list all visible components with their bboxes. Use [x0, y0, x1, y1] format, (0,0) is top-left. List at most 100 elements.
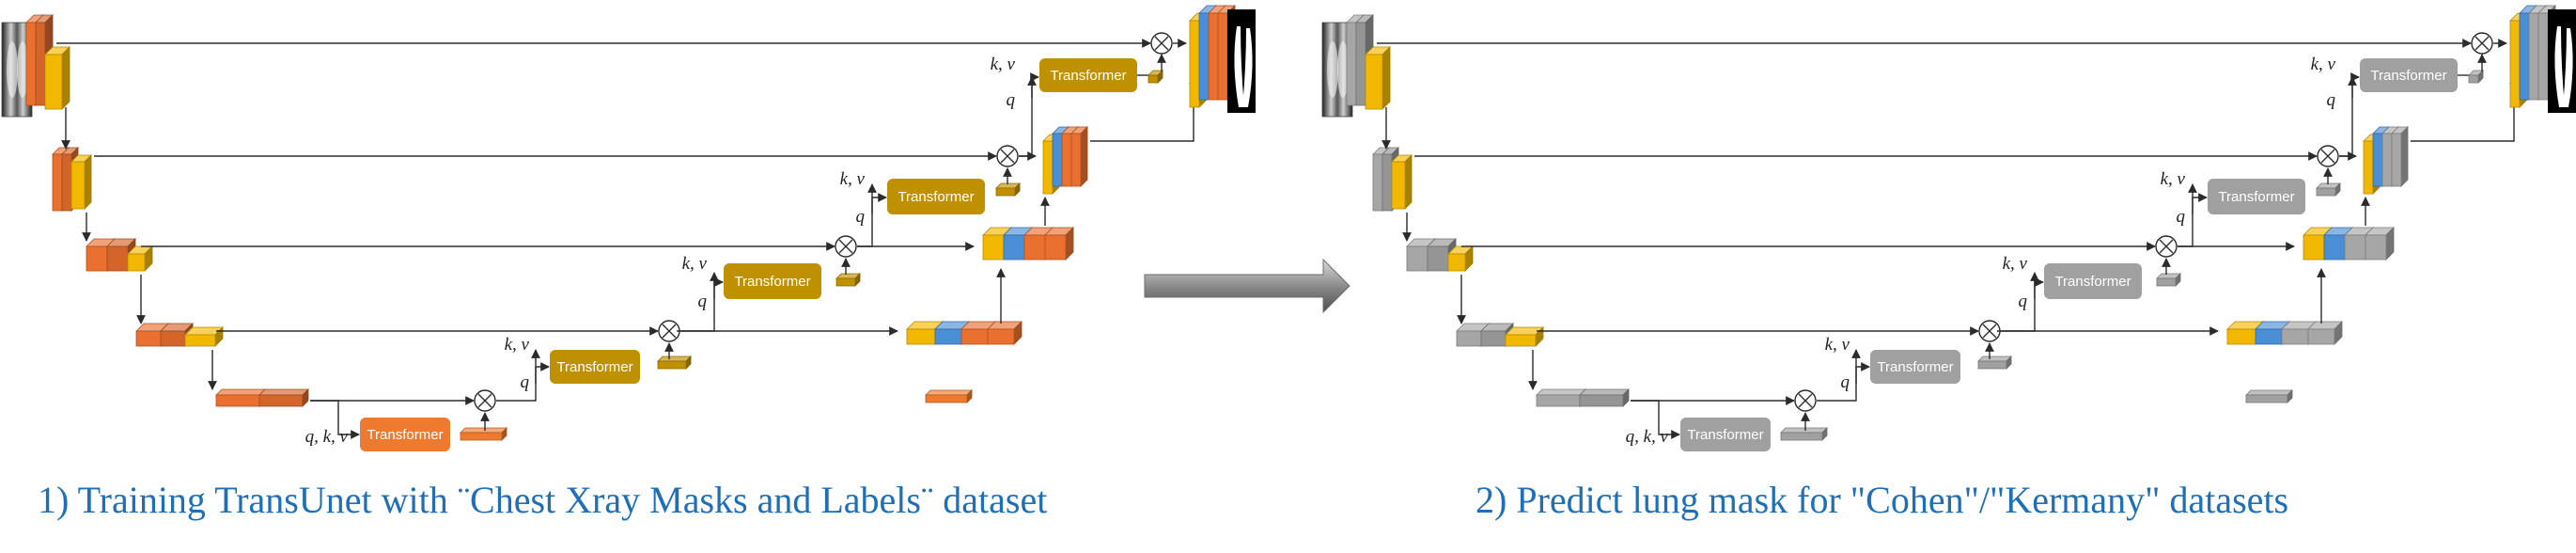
- encoder-block-5b: [1579, 388, 1630, 407]
- q-line-3: [713, 277, 724, 299]
- transformer-block: Transformer: [360, 418, 450, 451]
- transformer-block: Transformer: [1039, 58, 1137, 92]
- token-block: [1780, 427, 1828, 441]
- transformer-label: Transformer: [367, 427, 443, 443]
- decoder-block: [1044, 227, 1074, 261]
- multiply-icon: [835, 235, 857, 258]
- kv-label-4: k, v: [1825, 335, 1850, 355]
- encoder-block-2c: [1391, 154, 1413, 210]
- encoder-block-5a: [215, 388, 266, 407]
- q-line-1: [1030, 72, 1039, 98]
- token-block: [1977, 356, 2012, 370]
- transformer-label: Transformer: [734, 274, 810, 290]
- transformer-box: [1039, 58, 1137, 92]
- decoder-concat-row-3: [982, 227, 1074, 261]
- q-label-3: q: [2019, 292, 2028, 311]
- q-label-1: q: [2327, 90, 2336, 110]
- token-block: [657, 356, 692, 370]
- q-label-2: q: [2177, 207, 2186, 227]
- transformer-block: Transformer: [550, 350, 640, 384]
- kv-label-3: k, v: [682, 254, 708, 274]
- transformer-block: Transformer: [1870, 350, 1960, 384]
- transformer-label: Transformer: [1050, 68, 1126, 84]
- kv-label-4: k, v: [505, 335, 530, 355]
- qkv-label: q, k, v: [305, 427, 349, 447]
- token-block: [2156, 273, 2181, 287]
- multiply-icon: [474, 389, 496, 412]
- output-lung-mask: [1227, 9, 1256, 113]
- transformer-box: [887, 179, 985, 214]
- multiply-icon: [996, 145, 1019, 167]
- big-right-arrow-icon: [1144, 258, 1350, 314]
- encoder-block-4c: [184, 326, 224, 347]
- transformer-box: [1680, 418, 1771, 451]
- qkv-label: q, k, v: [1626, 427, 1669, 447]
- decoder-block: [2307, 321, 2343, 345]
- caption-training: 1) Training TransUnet with ¨Chest Xray M…: [38, 479, 1048, 521]
- token-block: [925, 389, 973, 403]
- transformer-box: [550, 350, 640, 384]
- transformer-box: [1870, 350, 1960, 384]
- encoder-block-1c: [1365, 46, 1391, 110]
- encoder-block-4c: [1505, 326, 1544, 347]
- decoder-concat-row-2: [2363, 126, 2409, 195]
- kv-label-1: k, v: [2311, 55, 2336, 74]
- token-block: [835, 273, 861, 287]
- token-block: [995, 182, 1021, 197]
- mult4-to-transformer: [1817, 349, 1861, 402]
- decoder-concat-row-4: [906, 321, 1023, 345]
- kv-label-1: k, v: [991, 55, 1016, 74]
- q-line-2: [871, 193, 887, 214]
- mult1-to-transformer: [1019, 76, 1037, 157]
- q-line-3: [2034, 277, 2044, 299]
- transformer-block: Transformer: [1680, 418, 1771, 451]
- encoder-block-1c: [44, 46, 70, 110]
- encoder-block-5a: [1536, 388, 1586, 407]
- multiply-icon: [2155, 235, 2178, 258]
- transformer-box: [724, 263, 821, 299]
- decoder-block: [987, 321, 1023, 345]
- kv-label-2: k, v: [840, 169, 866, 189]
- q-label-4: q: [1841, 372, 1850, 392]
- transformer-label: Transformer: [1687, 427, 1763, 443]
- encoder-block-5b: [258, 388, 309, 407]
- token-block: [1147, 70, 1163, 84]
- decoder-concat-row-3: [2303, 227, 2395, 261]
- transformer-label: Transformer: [2218, 189, 2294, 205]
- q-label-1: q: [1007, 90, 1016, 110]
- q-label-4: q: [521, 372, 530, 392]
- q-label-3: q: [698, 292, 708, 311]
- encoder-block-4b: [1480, 323, 1514, 347]
- mult1-to-transformer: [2339, 76, 2357, 157]
- token-block: [2245, 389, 2293, 403]
- transformer-block: Transformer: [2360, 58, 2458, 92]
- multiply-icon: [1794, 389, 1817, 412]
- decoder-block: [1070, 126, 1088, 187]
- q-label-2: q: [856, 207, 866, 227]
- transformer-box: [2360, 58, 2458, 92]
- multiply-icon: [2317, 145, 2339, 167]
- transformer-label: Transformer: [2370, 68, 2446, 84]
- decoder-concat-row-2: [1042, 126, 1088, 195]
- token-block: [2316, 182, 2341, 197]
- transformer-box: [2044, 263, 2142, 299]
- transfer-arrow: [1144, 258, 1350, 314]
- kv-label-3: k, v: [2003, 254, 2028, 274]
- q-line-1: [2350, 72, 2360, 98]
- transformer-box: [360, 418, 450, 451]
- mult4-to-transformer: [496, 349, 540, 402]
- transformer-label: Transformer: [898, 189, 974, 205]
- caption-prediction: 2) Predict lung mask for "Cohen"/"Kerman…: [1475, 479, 2289, 521]
- transformer-label: Transformer: [1877, 359, 1953, 375]
- decoder-concat-row-4: [2226, 321, 2343, 345]
- transformer-block: Transformer: [887, 179, 985, 214]
- decoder-block: [2391, 126, 2409, 187]
- q-line-4: [1855, 362, 1870, 384]
- q-line-4: [535, 362, 550, 384]
- transformer-block: Transformer: [2208, 179, 2305, 214]
- transformer-label: Transformer: [556, 359, 632, 375]
- transformer-box: [2208, 179, 2305, 214]
